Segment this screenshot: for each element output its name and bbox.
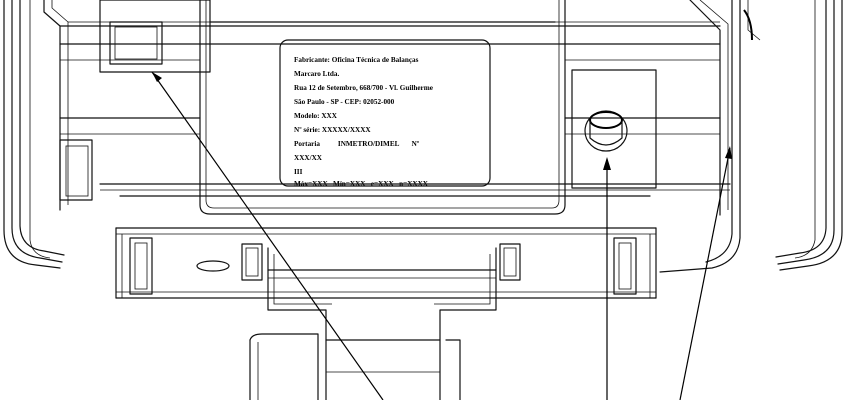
nameplate-line-9: III <box>294 168 303 176</box>
lower-body <box>99 183 731 299</box>
central-housing <box>199 0 566 215</box>
nameplate: Fabricante: Oficina Técnica de Balanças … <box>279 39 491 188</box>
housing-left <box>3 0 69 269</box>
nameplate-line-6: Nº série: XXXXX/XXXX <box>294 126 371 134</box>
nameplate-line-3: Rua 12 de Setembro, 668/700 - Vl. Guilhe… <box>294 84 433 92</box>
nameplate-line-4: São Paulo - SP - CEP: 02052-000 <box>294 98 395 106</box>
arrowhead-seal <box>603 157 611 170</box>
nameplate-line-2: Marcaro Ltda. <box>294 70 339 78</box>
arrowhead-window <box>152 72 162 82</box>
left-side-slot <box>59 139 93 201</box>
seal-plug <box>571 69 657 189</box>
leader-line-housing <box>679 147 731 400</box>
housing-right <box>659 0 843 273</box>
nameplate-line-1: Fabricante: Oficina Técnica de Balanças <box>294 56 419 64</box>
upper-left-window <box>99 0 211 73</box>
nameplate-line-8: XXX/XX <box>294 154 323 162</box>
nameplate-line-7: Portaria INMETRO/DIMEL Nº <box>294 140 420 148</box>
leader-line-window <box>151 71 384 400</box>
nameplate-line-5: Modelo: XXX <box>294 112 338 120</box>
mounting-stem <box>249 247 497 400</box>
arrowhead-housing <box>725 146 732 159</box>
top-frame <box>59 21 721 135</box>
leader-arrows <box>151 71 732 400</box>
